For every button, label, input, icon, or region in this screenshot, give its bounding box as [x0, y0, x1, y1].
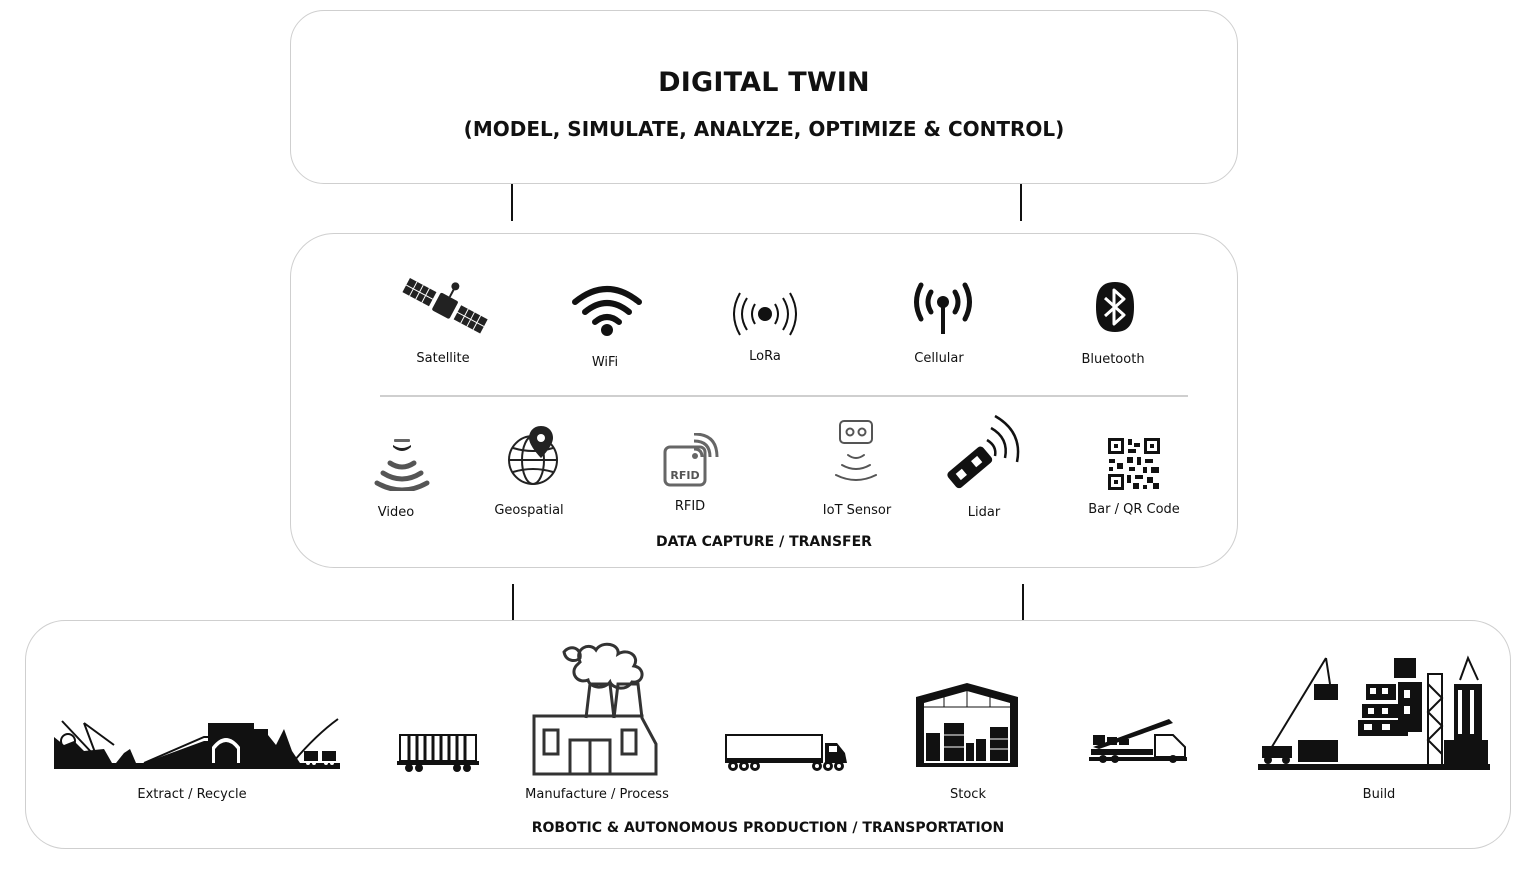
rfid-icon: RFID: [663, 433, 719, 487]
qr-code-icon: [1108, 438, 1160, 490]
lidar-icon: [947, 414, 1020, 489]
digital-twin-subtitle: (MODEL, SIMULATE, ANALYZE, OPTIMIZE & CO…: [463, 117, 1065, 141]
construction-site-icon: [1258, 655, 1490, 770]
mining-excavator-icon: [54, 718, 340, 769]
label-stock: Stock: [950, 787, 986, 802]
svg-text:RFID: RFID: [670, 469, 699, 482]
rail-wagon-icon: [397, 734, 479, 772]
digital-twin-panel: DIGITAL TWIN (MODEL, SIMULATE, ANALYZE, …: [290, 10, 1238, 184]
label-wifi: WiFi: [591, 355, 619, 370]
label-extract-recycle: Extract / Recycle: [137, 787, 247, 802]
connector-line: [511, 184, 513, 221]
globe-pin-icon: [508, 426, 558, 485]
bluetooth-icon: [1096, 282, 1134, 332]
label-geospatial: Geospatial: [494, 503, 564, 518]
divider: [380, 395, 1188, 397]
label-iot-sensor: IoT Sensor: [822, 503, 892, 518]
label-satellite: Satellite: [416, 351, 470, 366]
label-bar-qr-code: Bar / QR Code: [1088, 502, 1180, 517]
data-capture-caption: DATA CAPTURE / TRANSFER: [656, 534, 872, 550]
video-camera-icon: [374, 439, 430, 491]
wifi-icon: [572, 286, 642, 336]
factory-icon: [532, 642, 658, 776]
label-build: Build: [1362, 787, 1396, 802]
digital-twin-title: DIGITAL TWIN: [658, 67, 870, 98]
iot-sensor-icon: [835, 420, 877, 481]
warehouse-icon: [916, 683, 1018, 767]
connector-line: [512, 584, 514, 621]
label-video: Video: [377, 505, 415, 520]
label-rfid: RFID: [674, 499, 706, 514]
truck-trailer-icon: [725, 734, 847, 771]
label-lora: LoRa: [749, 349, 781, 364]
satellite-icon: [402, 278, 488, 334]
label-cellular: Cellular: [914, 351, 964, 366]
label-bluetooth: Bluetooth: [1081, 352, 1145, 367]
data-capture-panel: [290, 233, 1238, 568]
lora-icon: [733, 292, 797, 336]
cellular-antenna-icon: [914, 282, 972, 334]
label-lidar: Lidar: [967, 505, 1001, 520]
label-manufacture-process: Manufacture / Process: [525, 787, 669, 802]
connector-line: [1020, 184, 1022, 221]
production-caption: ROBOTIC & AUTONOMOUS PRODUCTION / TRANSP…: [531, 820, 1005, 836]
connector-line: [1022, 584, 1024, 621]
delivery-truck-crane-icon: [1089, 719, 1187, 763]
